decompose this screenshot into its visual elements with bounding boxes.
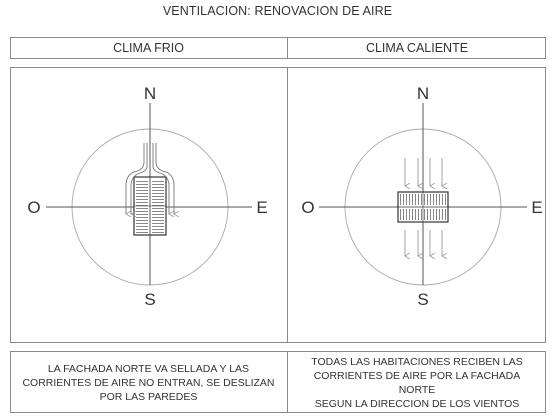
description-hot-line-1: TODAS LAS HABITACIONES RECIBEN LAS <box>311 356 523 368</box>
airflow-right-bottom <box>405 230 442 256</box>
header-divider <box>287 37 288 59</box>
description-cold-line-2: CORRIENTES DE AIRE NO ENTRAN, SE DESLIZA… <box>22 377 275 389</box>
compass-east-left: E <box>256 198 267 217</box>
hot-climate-diagram: N S O E <box>301 84 542 309</box>
description-hot-line-2: CORRIENTES DE AIRE POR LA FACHADA NORTE <box>313 370 521 396</box>
airflow-left <box>126 143 174 214</box>
compass-north-left: N <box>144 84 156 103</box>
compass-east-right: E <box>531 198 542 217</box>
cold-climate-diagram: N S O E <box>27 84 267 309</box>
description-divider <box>287 351 288 413</box>
diagram-divider <box>287 67 288 343</box>
compass-south-right: S <box>417 290 428 309</box>
airflow-right-top <box>405 158 442 186</box>
building-left <box>133 176 167 236</box>
diagram-title: VENTILACION: RENOVACION DE AIRE <box>162 4 393 18</box>
description-row <box>10 351 546 413</box>
diagram-row <box>10 67 546 343</box>
compass-south-left: S <box>144 290 155 309</box>
description-cold-line-1: LA FACHADA NORTE VA SELLADA Y LAS <box>47 363 250 375</box>
compass-west-right: O <box>301 198 314 217</box>
building-right <box>397 191 449 223</box>
description-hot-climate: TODAS LAS HABITACIONES RECIBEN LAS CORRI… <box>288 356 546 410</box>
header-hot-climate: CLIMA CALIENTE <box>365 41 469 55</box>
header-cold-climate: CLIMA FRIO <box>113 41 184 55</box>
description-hot-line-3: SEGUN LA DIRECCION DE LOS VIENTOS <box>314 398 520 410</box>
description-cold-line-3: POR LAS PAREDES <box>99 391 198 403</box>
compass-west-left: O <box>27 198 40 217</box>
description-cold-climate: LA FACHADA NORTE VA SELLADA Y LAS CORRIE… <box>10 358 287 408</box>
header-row <box>10 37 546 59</box>
compass-north-right: N <box>417 84 429 103</box>
